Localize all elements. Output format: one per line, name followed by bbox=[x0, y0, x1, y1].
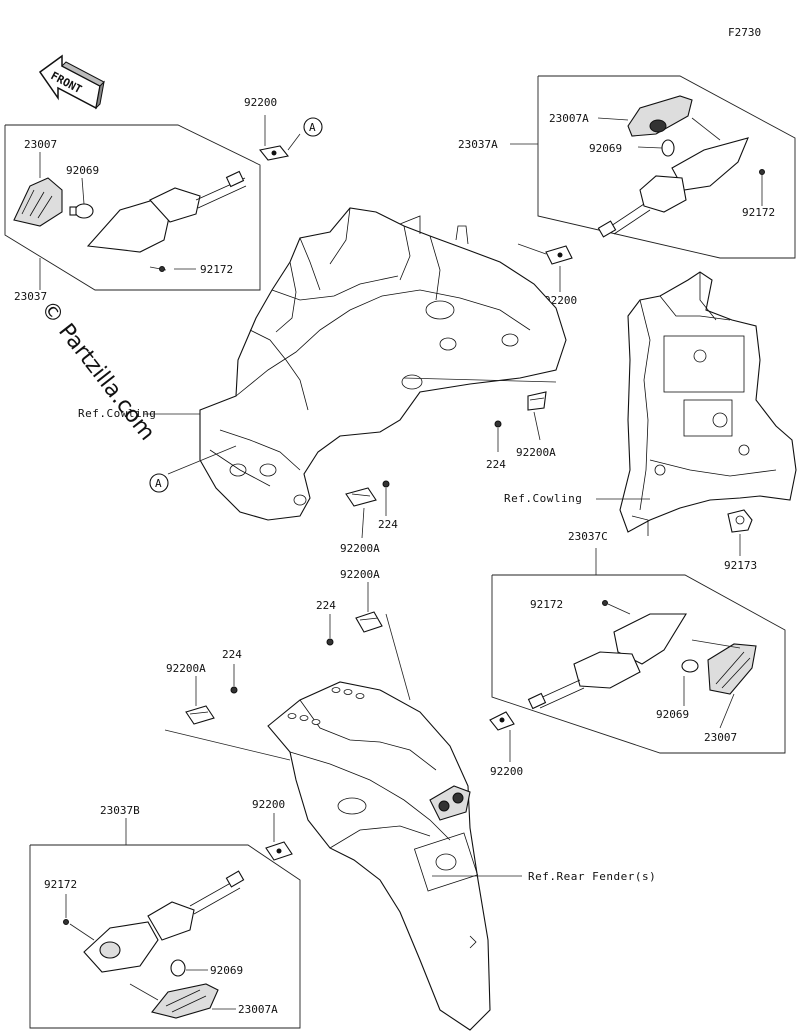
grommet-92173 bbox=[727, 509, 753, 533]
label-92172: 92172 bbox=[200, 263, 233, 276]
assembly-box-rear-left bbox=[29, 844, 301, 1029]
lens-icon bbox=[707, 643, 757, 695]
assembly-box-front-right bbox=[537, 75, 796, 259]
label-92172-fr: 92172 bbox=[742, 206, 775, 219]
label-224-1: 224 bbox=[486, 458, 506, 471]
label-92173: 92173 bbox=[724, 559, 757, 572]
assembly-front-left: 23007 92069 92172 92200 23037 A bbox=[4, 96, 323, 303]
label-23007: 23007 bbox=[24, 138, 57, 151]
label-92172-rl: 92172 bbox=[44, 878, 77, 891]
callout-a-top bbox=[303, 117, 323, 137]
label-92200a-4: 92200A bbox=[166, 662, 206, 675]
label-92069-fr: 92069 bbox=[589, 142, 622, 155]
figure-code: F2730 bbox=[728, 26, 761, 39]
ref-cowling-right: Ref.Cowling bbox=[504, 492, 582, 505]
assembly-rear-left: 23037B 92172 92069 23007A 92200 bbox=[29, 798, 301, 1029]
label-92200-rl: 92200 bbox=[252, 798, 285, 811]
bolt-224-1 bbox=[494, 420, 502, 428]
bulb-icon bbox=[74, 203, 94, 219]
label-92200a-2: 92200A bbox=[340, 542, 380, 555]
bulb-icon bbox=[661, 139, 675, 157]
callout-a-bottom bbox=[149, 473, 169, 493]
cowling-illustration bbox=[199, 207, 567, 521]
frame-illustration bbox=[619, 271, 797, 536]
label-92200: 92200 bbox=[244, 96, 277, 109]
clip-92200a-1 bbox=[527, 391, 547, 411]
assembly-front-right: 23007A 92069 92172 92200 23037A bbox=[458, 75, 796, 307]
screw-icon bbox=[159, 266, 165, 272]
housing-icon bbox=[613, 613, 687, 665]
clip-92200a-4 bbox=[185, 705, 215, 725]
callout-a-bottom-label: A bbox=[155, 477, 162, 490]
label-23037: 23037 bbox=[14, 290, 47, 303]
screw-icon bbox=[63, 919, 69, 925]
rear-fender-illustration bbox=[267, 681, 491, 1031]
ref-cowling-left: Ref.Cowling bbox=[78, 407, 156, 420]
bulb-icon bbox=[170, 959, 186, 977]
front-arrow-icon: FRONT bbox=[38, 54, 105, 110]
label-23007-rr: 23007 bbox=[704, 731, 737, 744]
lens-icon bbox=[151, 983, 219, 1019]
label-23037b: 23037B bbox=[100, 804, 140, 817]
ref-rear-fender: Ref.Rear Fender(s) bbox=[528, 870, 656, 883]
label-92172-rr: 92172 bbox=[530, 598, 563, 611]
bolt-224-3 bbox=[326, 638, 334, 646]
label-92069-rr: 92069 bbox=[656, 708, 689, 721]
label-23007a-rl: 23007A bbox=[238, 1003, 278, 1016]
assembly-box-rear-right bbox=[491, 574, 786, 754]
label-92200-rr: 92200 bbox=[490, 765, 523, 778]
label-92069-rl: 92069 bbox=[210, 964, 243, 977]
callout-a-top-label: A bbox=[309, 121, 316, 134]
assembly-rear-right: 23037C 92172 92069 23007 92200 bbox=[489, 530, 786, 778]
bulb-icon bbox=[681, 659, 699, 673]
label-23007a: 23007A bbox=[549, 112, 589, 125]
label-92200a-3: 92200A bbox=[340, 568, 380, 581]
label-23037a: 23037A bbox=[458, 138, 498, 151]
screw-icon bbox=[759, 169, 765, 175]
label-224-4: 224 bbox=[222, 648, 242, 661]
label-224-2: 224 bbox=[378, 518, 398, 531]
housing-icon bbox=[83, 921, 159, 973]
label-92069: 92069 bbox=[66, 164, 99, 177]
bolt-224-2 bbox=[382, 480, 390, 488]
screw-icon bbox=[602, 600, 608, 606]
lens-icon bbox=[627, 95, 693, 137]
watermark: © Partzilla.com bbox=[35, 296, 159, 445]
housing-icon bbox=[671, 137, 749, 191]
clip-92200a-2 bbox=[345, 487, 377, 507]
label-23037c: 23037C bbox=[568, 530, 608, 543]
assembly-box-front-left bbox=[4, 124, 261, 291]
clip-92200a-3 bbox=[355, 611, 383, 633]
label-92200a-1: 92200A bbox=[516, 446, 556, 459]
label-224-3: 224 bbox=[316, 599, 336, 612]
bolt-224-4 bbox=[230, 686, 238, 694]
